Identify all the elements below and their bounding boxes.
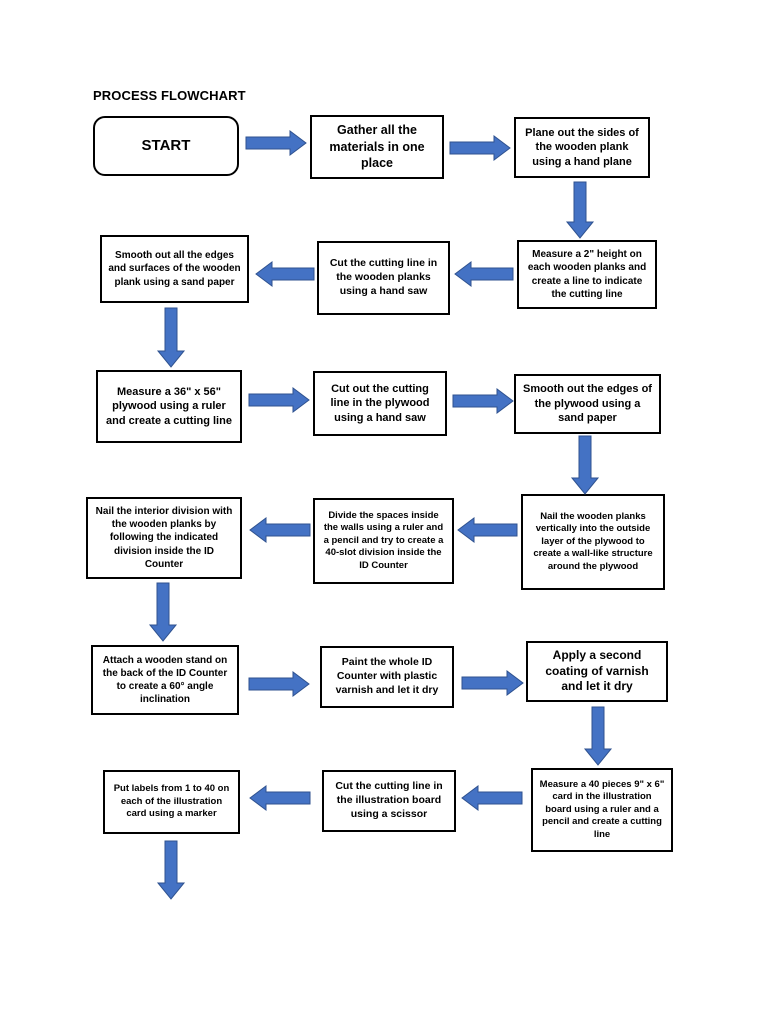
step-text: Apply a second coating of varnish and le… [545, 647, 649, 694]
step-measure-cards: Measure a 40 pieces 9" x 6" card in the … [531, 768, 673, 852]
arrow-left-icon [457, 517, 518, 543]
step-text: Cut the cutting line in the illustration… [335, 780, 443, 820]
step-cut-planks: Cut the cutting line in the wooden plank… [317, 241, 450, 315]
arrow-right-icon [245, 130, 307, 156]
arrow-down-icon [570, 435, 600, 495]
step-text: Nail the wooden planks vertically into t… [533, 510, 653, 572]
arrow-down-icon [156, 840, 186, 900]
step-paint-varnish: Paint the whole ID Counter with plastic … [320, 646, 454, 708]
step-text: Measure a 36" x 56" plywood using a rule… [106, 385, 232, 427]
step-text: Divide the spaces inside the walls using… [323, 509, 444, 571]
step-measure-height: Measure a 2" height on each wooden plank… [517, 240, 657, 309]
start-label: START [141, 137, 191, 155]
step-nail-interior: Nail the interior division with the wood… [86, 497, 242, 579]
step-smooth-plywood: Smooth out the edges of the plywood usin… [514, 374, 661, 434]
step-smooth-planks: Smooth out all the edges and surfaces of… [100, 235, 249, 303]
step-cut-plywood: Cut out the cutting line in the plywood … [313, 371, 447, 436]
step-text: Plane out the sides of the wooden plank … [525, 126, 639, 168]
page-title: PROCESS FLOWCHART [93, 88, 246, 103]
arrow-left-icon [249, 517, 311, 543]
step-text: Measure a 40 pieces 9" x 6" card in the … [539, 778, 665, 840]
step-gather-materials: Gather all the materials in one place [310, 115, 444, 179]
step-text: Paint the whole ID Counter with plastic … [335, 656, 439, 696]
step-divide-spaces: Divide the spaces inside the walls using… [313, 498, 454, 584]
arrow-right-icon [449, 135, 511, 161]
step-text: Cut out the cutting line in the plywood … [330, 382, 430, 424]
arrow-right-icon [248, 387, 310, 413]
arrow-right-icon [461, 670, 524, 696]
step-plane-sides: Plane out the sides of the wooden plank … [514, 117, 650, 178]
step-text: Cut the cutting line in the wooden plank… [329, 257, 438, 297]
step-put-labels: Put labels from 1 to 40 on each of the i… [103, 770, 240, 834]
step-measure-plywood: Measure a 36" x 56" plywood using a rule… [96, 370, 242, 443]
arrow-left-icon [249, 785, 311, 811]
step-text: Put labels from 1 to 40 on each of the i… [113, 783, 230, 820]
arrow-left-icon [454, 261, 514, 287]
step-text: Attach a wooden stand on the back of the… [102, 654, 228, 706]
arrow-down-icon [583, 706, 613, 766]
step-text: Nail the interior division with the wood… [95, 506, 233, 570]
step-text: Gather all the materials in one place [329, 123, 425, 171]
step-text: Smooth out all the edges and surfaces of… [108, 250, 241, 288]
step-nail-planks: Nail the wooden planks vertically into t… [521, 494, 665, 590]
step-text: Smooth out the edges of the plywood usin… [523, 383, 652, 425]
start-terminal: START [93, 116, 239, 176]
step-cut-board: Cut the cutting line in the illustration… [322, 770, 456, 832]
arrow-down-icon [565, 181, 595, 239]
step-second-coating: Apply a second coating of varnish and le… [526, 641, 668, 702]
arrow-down-icon [156, 307, 186, 368]
arrow-left-icon [255, 261, 315, 287]
step-text: Measure a 2" height on each wooden plank… [527, 249, 647, 300]
arrow-down-icon [148, 582, 178, 642]
arrow-right-icon [452, 388, 514, 414]
step-attach-stand: Attach a wooden stand on the back of the… [91, 645, 239, 715]
arrow-left-icon [461, 785, 523, 811]
arrow-right-icon [248, 671, 310, 697]
